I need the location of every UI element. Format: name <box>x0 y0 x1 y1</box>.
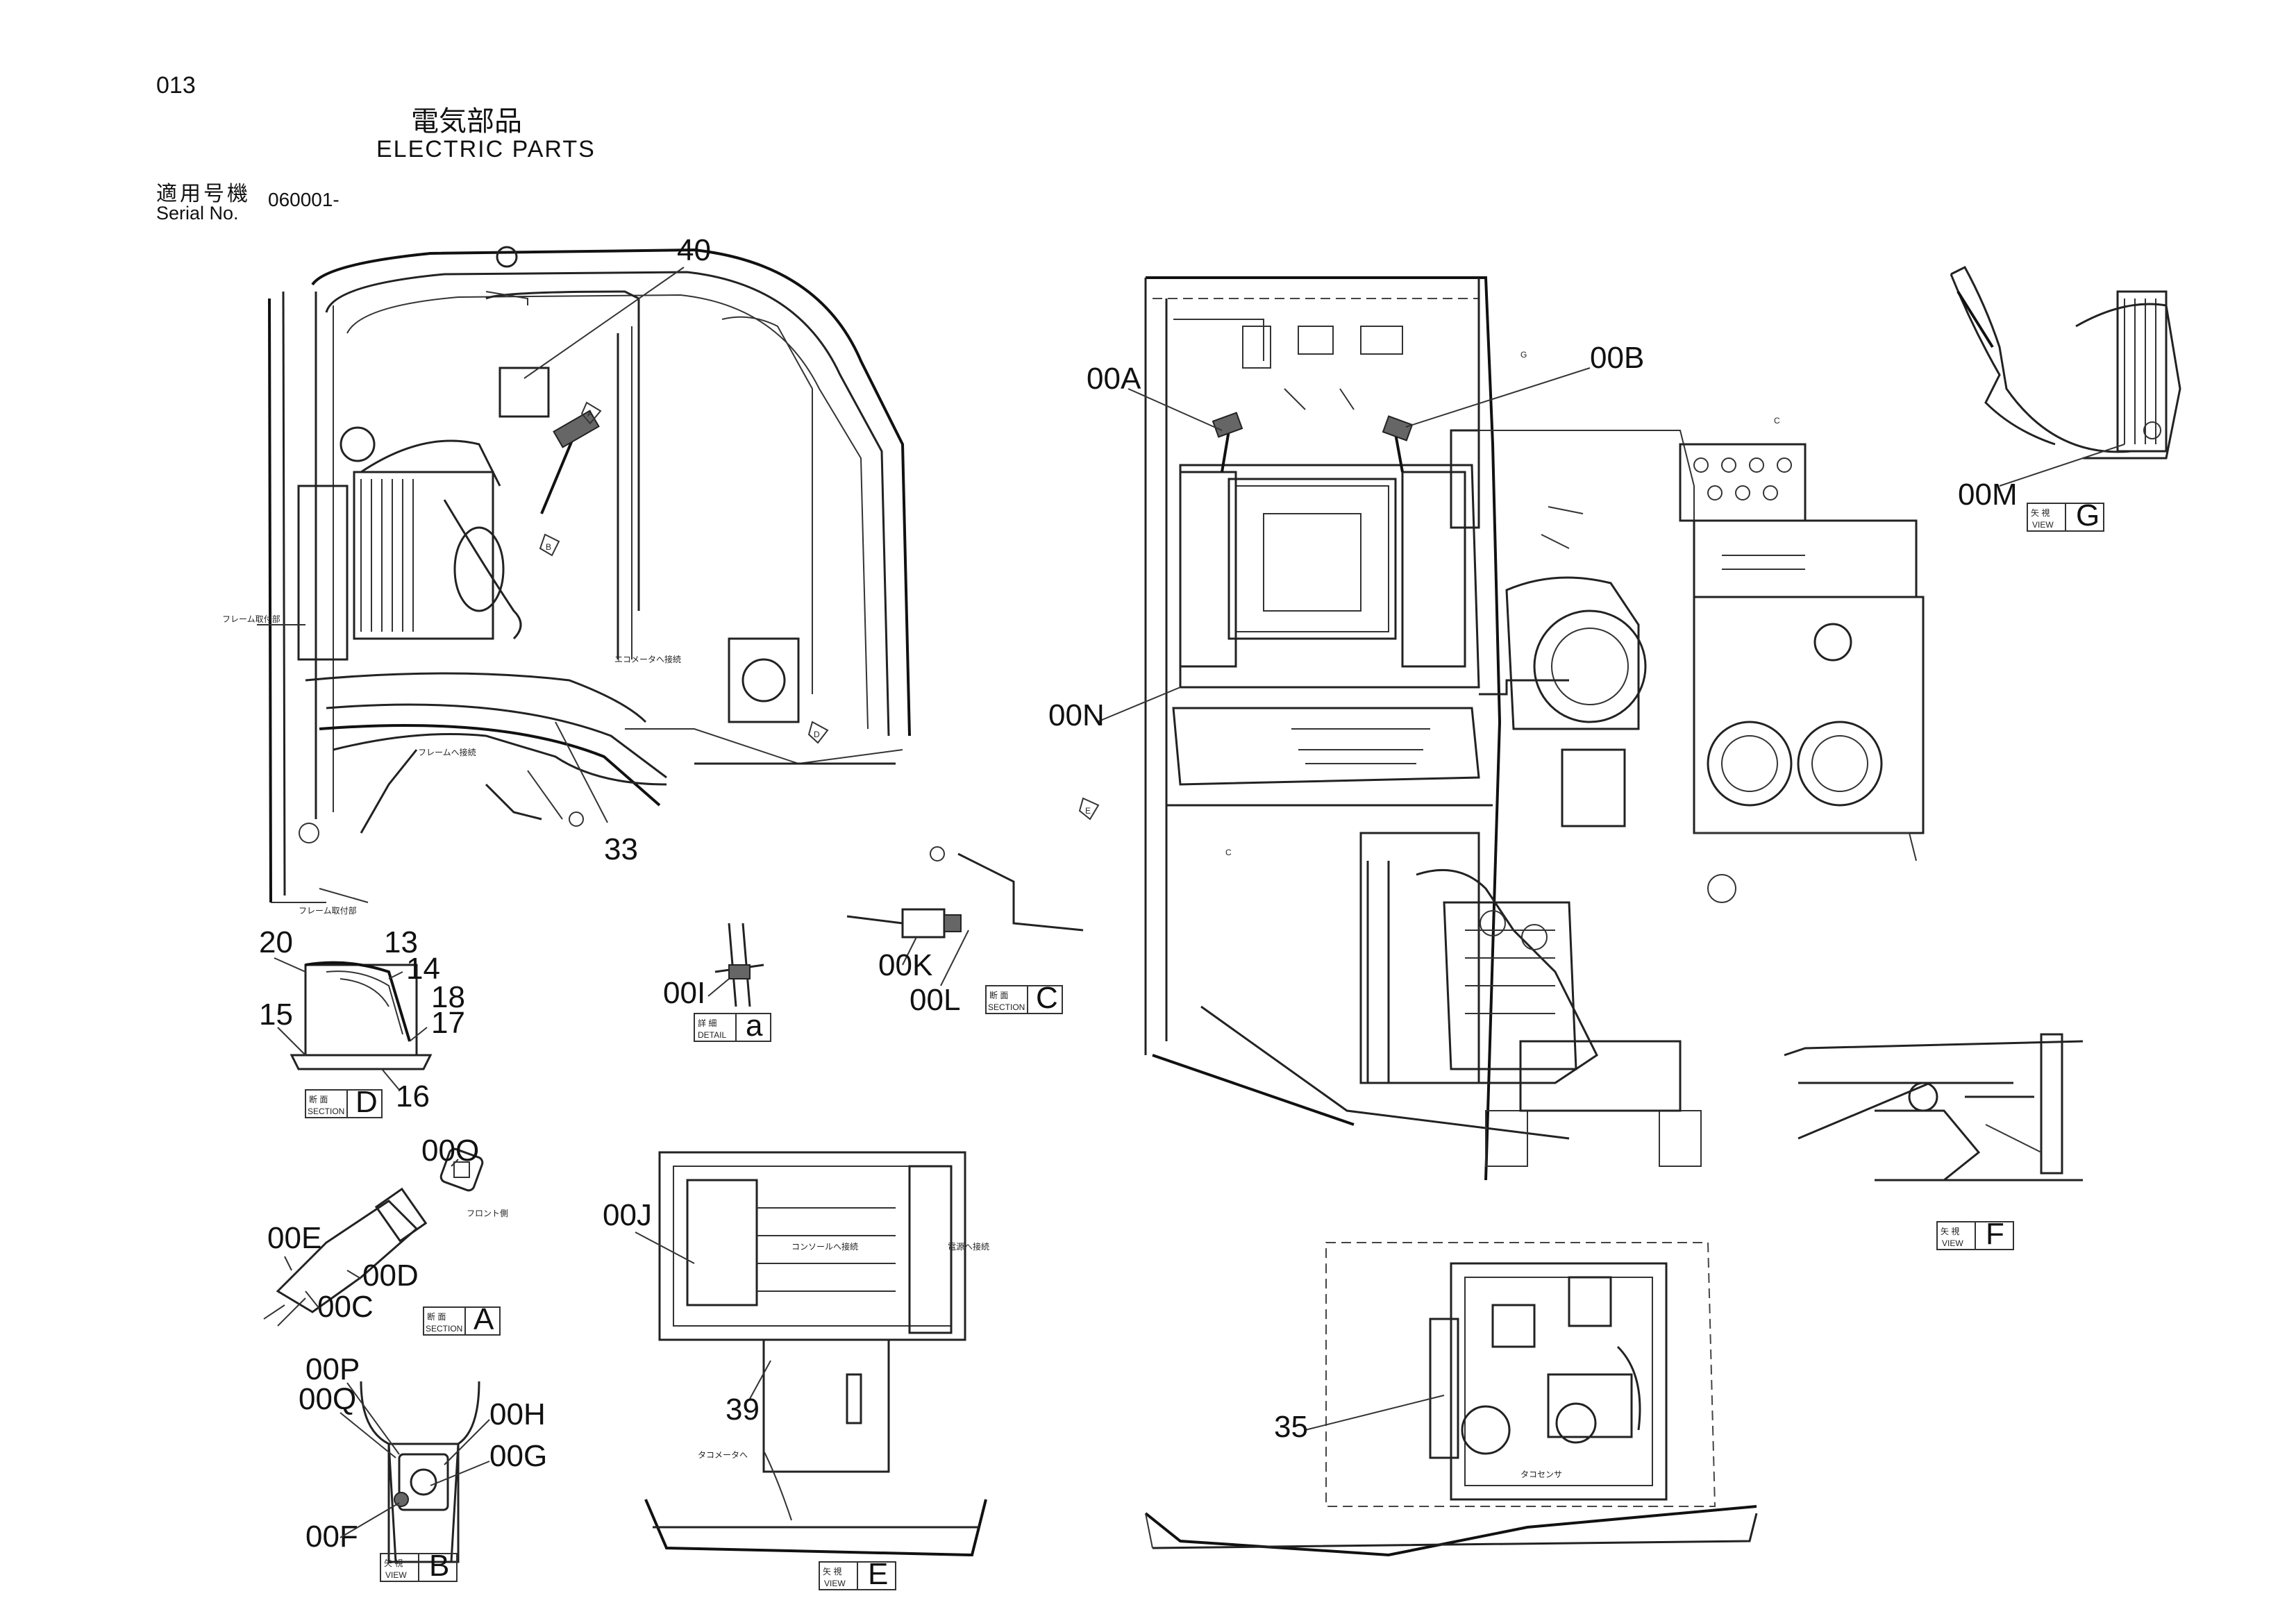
tag-view-f-letter: F <box>1986 1217 2004 1251</box>
upper-structure-drawing <box>1144 276 1925 1181</box>
arrow-mark-e: E <box>1085 806 1091 816</box>
callout-00b: 00B <box>1590 341 1644 375</box>
tag-view-e-letter: E <box>868 1557 888 1591</box>
callout-14: 14 <box>406 952 440 986</box>
arrow-mark-g: G <box>1520 350 1527 360</box>
title-japanese: 電気部品 <box>411 106 522 137</box>
callout-16: 16 <box>396 1079 430 1113</box>
tag-view-g-letter: G <box>2076 498 2100 532</box>
callout-00c: 00C <box>317 1290 374 1324</box>
tag-section-d: 断 面 SECTION D <box>305 1085 383 1119</box>
callout-15: 15 <box>259 998 293 1032</box>
tag-view-e-en: VIEW <box>824 1579 846 1588</box>
tag-view-b-jp: 矢 視 <box>384 1558 403 1568</box>
title-english: ELECTRIC PARTS <box>376 136 596 162</box>
tag-view-e: 矢 視 VIEW E <box>819 1557 896 1591</box>
tag-section-a-en: SECTION <box>426 1324 462 1334</box>
callout-18: 18 <box>431 980 465 1014</box>
callout-39: 39 <box>726 1393 760 1427</box>
tag-section-c-letter: C <box>1036 981 1058 1015</box>
tag-section-c-en: SECTION <box>988 1002 1025 1012</box>
tag-view-b-en: VIEW <box>385 1570 407 1580</box>
callout-35: 35 <box>1274 1410 1308 1444</box>
callout-17: 17 <box>431 1006 465 1040</box>
callout-33: 33 <box>604 832 638 866</box>
callout-20: 20 <box>259 925 293 959</box>
tag-section-a: 断 面 SECTION A <box>423 1302 501 1336</box>
section-c-drawing <box>846 846 1084 939</box>
view-e-drawing <box>644 1151 987 1557</box>
callout-00p: 00P <box>305 1352 360 1386</box>
tag-section-c-jp: 断 面 <box>989 990 1008 1000</box>
callout-00j: 00J <box>603 1198 652 1232</box>
tag-section-c: 断 面 SECTION C <box>985 981 1063 1015</box>
callout-00i: 00I <box>663 976 705 1010</box>
note-to-frame: フレームへ接続 <box>418 747 476 757</box>
section-d-drawing <box>290 961 433 1070</box>
tag-view-b: 矢 視 VIEW B <box>380 1549 458 1583</box>
callout-00q: 00Q <box>299 1382 356 1416</box>
note-tachometer: タコセンサ <box>1520 1470 1562 1479</box>
tag-detail-a: 詳 細 DETAIL a <box>694 1009 771 1043</box>
tag-section-d-letter: D <box>355 1085 378 1119</box>
view-f-drawing <box>1784 1033 2084 1181</box>
serial-label-japanese: 適用号機 <box>156 183 251 205</box>
callout-00f: 00F <box>305 1520 358 1554</box>
tag-section-d-jp: 断 面 <box>309 1094 328 1104</box>
callout-00e: 00E <box>267 1221 321 1255</box>
view-b-drawing <box>360 1381 480 1563</box>
arrow-mark-b: B <box>546 542 551 552</box>
page-number: 013 <box>156 72 196 99</box>
callout-00h: 00H <box>489 1397 546 1431</box>
tag-detail-a-en: DETAIL <box>698 1030 726 1040</box>
tag-view-f-en: VIEW <box>1942 1238 1963 1248</box>
arrow-mark-a: A <box>587 409 593 419</box>
note-to-tacho: タコメータへ <box>698 1450 748 1460</box>
tag-view-b-letter: B <box>429 1549 449 1583</box>
engine-drawing <box>1144 1242 1758 1557</box>
tag-section-a-letter: A <box>474 1302 494 1336</box>
callout-00k: 00K <box>878 948 932 982</box>
callout-13: 13 <box>384 925 418 959</box>
tag-view-g-en: VIEW <box>2032 520 2054 530</box>
arrow-mark-c1: C <box>1774 416 1780 426</box>
tag-section-d-en: SECTION <box>308 1107 344 1116</box>
arrow-mark-c2: C <box>1225 848 1232 857</box>
callout-00d: 00D <box>362 1259 419 1293</box>
note-to-console: コンソールへ接続 <box>791 1241 858 1252</box>
note-to-ecometer: エコメータへ接続 <box>614 654 681 664</box>
arrow-mark-d: D <box>814 730 820 739</box>
tag-view-g-jp: 矢 視 <box>2031 507 2050 518</box>
callout-00m: 00M <box>1958 478 2018 512</box>
tag-view-e-jp: 矢 視 <box>823 1566 841 1576</box>
callout-00o: 00O <box>421 1134 479 1168</box>
callout-40: 40 <box>677 233 711 267</box>
note-frame-mount: フレーム取付部 <box>299 905 357 916</box>
tag-detail-a-letter: a <box>746 1009 763 1043</box>
tag-view-f: 矢 視 VIEW F <box>1936 1217 2014 1251</box>
callout-00g: 00G <box>489 1439 547 1473</box>
cab-assembly-drawing <box>268 246 1100 903</box>
view-g-drawing <box>1950 266 2181 460</box>
tag-section-a-jp: 断 面 <box>427 1311 446 1322</box>
tag-detail-a-jp: 詳 細 <box>698 1018 717 1028</box>
note-to-battery: 電源へ接続 <box>948 1241 989 1252</box>
note-front-side: フロント側 <box>467 1209 508 1218</box>
tag-view-g: 矢 視 VIEW G <box>2027 498 2104 532</box>
callout-00n: 00N <box>1048 698 1105 732</box>
note-front-bracket: フレーム取付部 <box>222 614 280 624</box>
section-a-drawing <box>263 1147 484 1327</box>
callout-00l: 00L <box>910 983 960 1017</box>
tag-view-f-jp: 矢 視 <box>1941 1226 1959 1236</box>
serial-label-english: Serial No. <box>156 203 239 224</box>
callout-00a: 00A <box>1087 362 1141 396</box>
serial-value: 060001- <box>268 189 340 210</box>
detail-a-drawing <box>714 923 764 1007</box>
